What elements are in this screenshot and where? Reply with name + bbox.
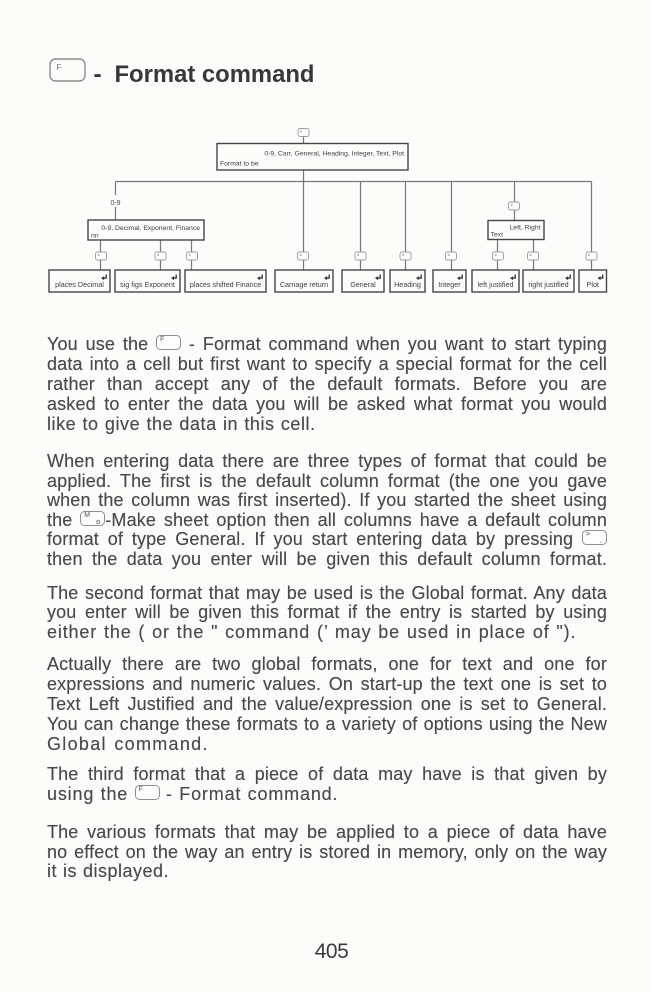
svg-text:0-9: 0-9 [110,200,120,207]
svg-text:Left, Right: Left, Right [510,225,541,232]
svg-text:0-9, Carr, General, Heading, I: 0-9, Carr, General, Heading, Integer, Te… [264,151,404,158]
svg-text:left justified: left justified [478,280,514,289]
svg-text:Heading: Heading [394,280,421,289]
svg-text:F: F [57,63,62,72]
svg-text:-: - [94,61,102,88]
svg-text:Format to be: Format to be [220,161,259,168]
svg-text:Integer: Integer [438,280,461,289]
svg-text:General: General [350,280,376,289]
svg-text:right justified: right justified [528,280,568,289]
svg-text:nn: nn [91,233,99,240]
svg-text:Carriage return: Carriage return [280,280,328,289]
svg-text:Format command: Format command [115,61,315,88]
svg-text:Plot: Plot [587,280,599,289]
svg-text:places shifted Finance: places shifted Finance [190,280,262,289]
svg-text:Text: Text [491,232,504,239]
svg-text:places Decimal: places Decimal [55,280,104,289]
svg-text:sig figs Exponent: sig figs Exponent [120,280,175,289]
svg-text:0-9, Decimal, Exponent, Financ: 0-9, Decimal, Exponent, Finance [101,225,200,232]
